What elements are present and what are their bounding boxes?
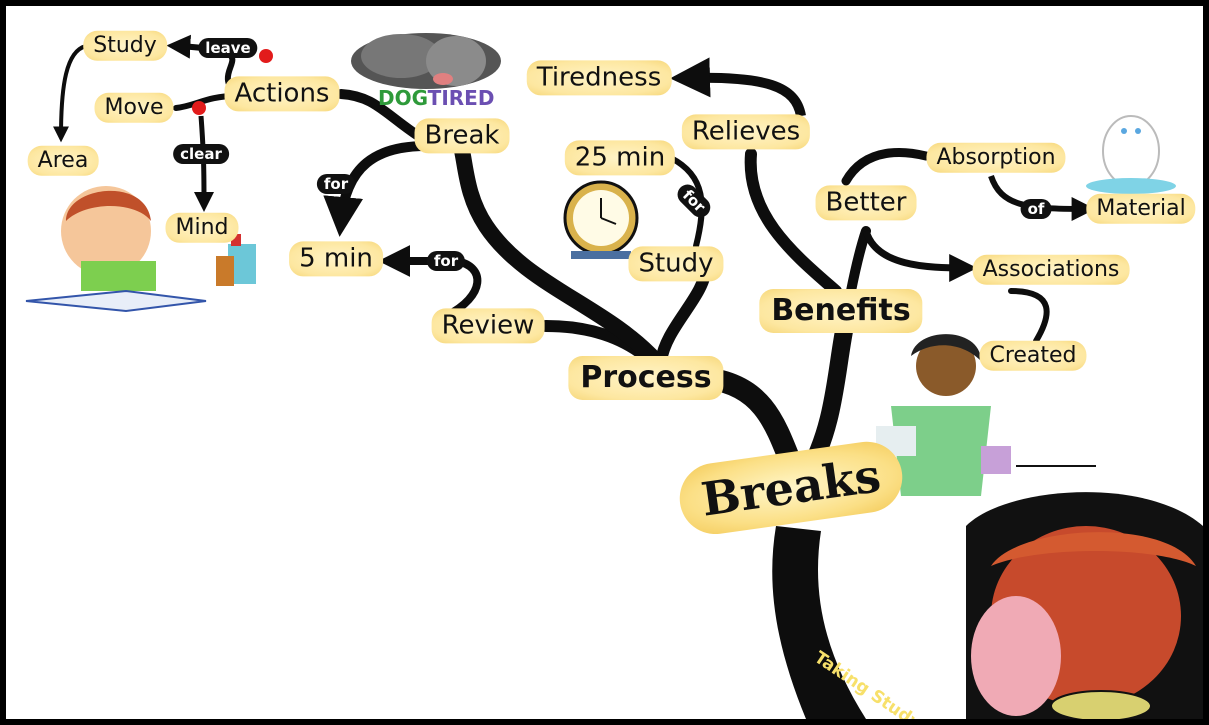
branch-absorption [841,147,931,186]
alarm-clock-illustration [563,180,639,259]
boy-reading-illustration [25,186,207,313]
node-associations[interactable]: Associations [972,254,1130,286]
red-dot-leave [259,49,273,63]
node-process[interactable]: Process [568,356,724,400]
branch-associations [862,229,978,282]
node-study-top[interactable]: Study [83,30,167,62]
node-mind[interactable]: Mind [165,212,239,244]
dog-brand-text: DOGTIRED [378,86,494,110]
edge-label-for-review: for [426,251,466,271]
node-material[interactable]: Material [1086,193,1196,225]
branch-5min [323,141,427,237]
tired-word: TIRED [427,86,495,110]
edge-label-leave: leave [198,38,258,58]
branch-relieves [744,148,842,297]
branch-mind [193,115,214,212]
node-study-mid[interactable]: Study [628,246,724,282]
wet-dog-illustration [1086,115,1176,194]
trunk-branch [772,526,866,719]
edge-label-for-break: for [316,174,356,194]
dog-word: DOG [378,86,428,110]
node-created[interactable]: Created [979,340,1087,372]
node-five-min[interactable]: 5 min [289,241,383,277]
branch-break [453,138,664,369]
node-area[interactable]: Area [27,145,99,177]
juice-illustration [216,234,256,286]
node-benefits[interactable]: Benefits [759,289,923,333]
branch-actions [336,89,431,146]
branch-better [846,226,871,296]
branch-tiredness [670,57,806,118]
node-tiredness[interactable]: Tiredness [526,60,672,96]
node-relieves[interactable]: Relieves [681,114,811,150]
mind-map-canvas: Breaks Process Benefits Review 5 min Bre… [6,6,1203,719]
node-move[interactable]: Move [94,92,174,124]
edge-label-clear: clear [173,144,229,164]
red-dot-move [192,101,206,115]
branch-material [988,174,1096,221]
branch-layer [25,33,1203,719]
node-actions[interactable]: Actions [224,76,340,112]
node-break[interactable]: Break [414,118,510,154]
node-better[interactable]: Better [815,185,917,221]
branch-created [1008,288,1050,344]
branch-area [53,44,87,143]
tired-dog-illustration [351,33,501,89]
stressed-man-illustration [966,492,1203,719]
edge-label-of: of [1020,199,1052,219]
node-twentyfive-min[interactable]: 25 min [564,140,676,176]
man-coffee-illustration [876,334,1096,496]
node-review[interactable]: Review [431,308,545,344]
node-absorption[interactable]: Absorption [926,142,1066,174]
